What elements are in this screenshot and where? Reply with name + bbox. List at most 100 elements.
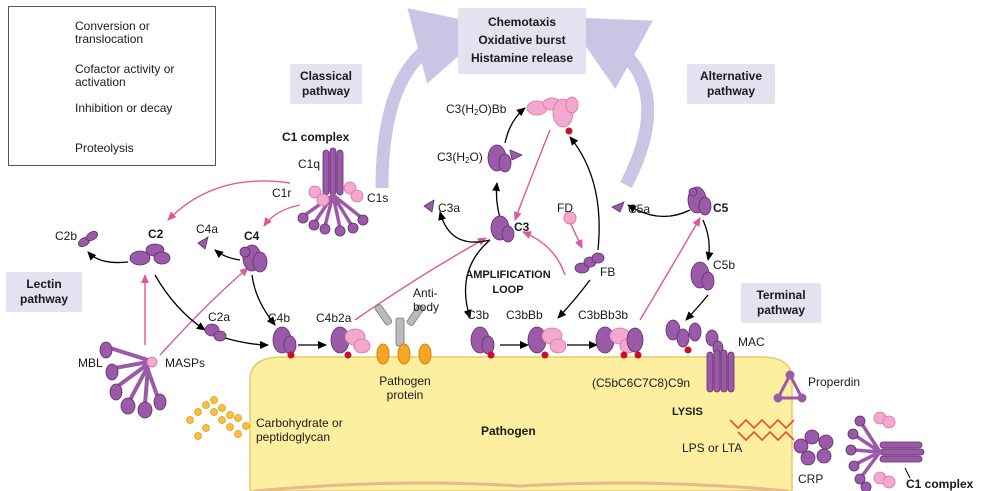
c5-label: C5 bbox=[713, 201, 729, 215]
c2b-fragment bbox=[78, 231, 98, 247]
lysis-label: LYSIS bbox=[672, 406, 703, 418]
outcome-histamine-release: Histamine release bbox=[470, 51, 574, 65]
fb-protein bbox=[574, 252, 605, 274]
terminal-pathway-line1: Terminal bbox=[756, 288, 806, 302]
pathogen-edge bbox=[253, 481, 789, 491]
c3-protein bbox=[490, 215, 515, 243]
legend-conversion-label: Conversion or translocation bbox=[75, 19, 150, 46]
c4b2a-label: C4b2a bbox=[316, 311, 352, 325]
arrow-c5-to-c5a bbox=[627, 204, 691, 218]
pathogen-label: Pathogen bbox=[481, 424, 536, 438]
c1r-label: C1r bbox=[272, 186, 292, 200]
c3h2obb-complex bbox=[526, 96, 579, 135]
pathogen-protein-label-2: protein bbox=[386, 388, 424, 402]
legend: Conversion or translocation Cofactor act… bbox=[8, 6, 216, 166]
classical-pathway-line1: Classical bbox=[299, 69, 353, 83]
c5b-protein bbox=[690, 261, 715, 291]
fb-label: FB bbox=[600, 265, 616, 279]
arrow-c1s-to-c4 bbox=[263, 204, 301, 227]
c2-label: C2 bbox=[148, 227, 164, 241]
c3a-label: C3a bbox=[438, 201, 461, 215]
c5a-fragment bbox=[611, 201, 625, 213]
c3h2o-label: C3(H2O) bbox=[437, 150, 483, 165]
arrow-c3h2obb-to-c3 bbox=[514, 129, 551, 221]
amplification-label-1: AMPLIFICATION bbox=[465, 269, 551, 281]
c1-complex-bottom-label: C1 complex bbox=[906, 477, 974, 491]
mbl-label: MBL bbox=[78, 356, 103, 370]
crp-label: CRP bbox=[798, 472, 824, 486]
c2a-fragment bbox=[204, 323, 227, 342]
c1q-label: C1q bbox=[298, 157, 321, 171]
mac-formula-label: (C5bC6C7C8)C9n bbox=[592, 376, 691, 390]
c3h2o-protein bbox=[487, 144, 523, 173]
arrow-c2-to-c2b bbox=[87, 251, 129, 264]
pathogen-proteins bbox=[376, 343, 432, 365]
arrow-c2a-to-c4b bbox=[224, 337, 269, 349]
c5b-label: C5b bbox=[713, 258, 736, 272]
alternative-pathway-line1: Alternative bbox=[699, 69, 763, 83]
c3bbb-label: C3bBb bbox=[506, 308, 543, 322]
c4a-fragment bbox=[197, 236, 209, 250]
arrow-fb-to-c3bbb bbox=[557, 279, 591, 319]
mac-label: MAC bbox=[738, 335, 765, 349]
c2-protein bbox=[129, 243, 171, 266]
lectin-pathway-box bbox=[6, 272, 82, 312]
c4a-label: C4a bbox=[196, 222, 219, 236]
c3-label: C3 bbox=[514, 220, 530, 234]
antibody-label-2: body bbox=[413, 300, 440, 314]
masps-label: MASPs bbox=[165, 356, 206, 370]
arrow-c3-to-c3h2o bbox=[492, 182, 501, 219]
carbohydrate-chain bbox=[186, 396, 250, 440]
c4-protein bbox=[239, 244, 268, 273]
arrow-c1r-to-c2 bbox=[167, 180, 291, 221]
arrow-fb-to-c3h2obb bbox=[569, 136, 600, 251]
arrow-c2-to-c2a bbox=[154, 274, 206, 331]
mbl-complex bbox=[99, 341, 167, 419]
classical-pathway-box bbox=[290, 64, 362, 104]
c5-protein bbox=[687, 186, 712, 216]
antibody bbox=[374, 304, 425, 347]
arrow-c3-to-c3a bbox=[438, 211, 491, 243]
c2b-label: C2b bbox=[55, 229, 78, 243]
c1-complex-top bbox=[297, 147, 369, 237]
arrow-c3h2o-to-c3h2obb bbox=[504, 107, 526, 144]
c1s-label: C1s bbox=[367, 191, 389, 205]
c2a-label: C2a bbox=[208, 310, 231, 324]
c3a-fragment bbox=[423, 199, 435, 213]
classical-pathway-line2: pathway bbox=[301, 84, 350, 98]
properdin-label: Properdin bbox=[808, 375, 861, 389]
alternative-pathway-line2: pathway bbox=[706, 84, 755, 98]
c4-label: C4 bbox=[244, 229, 260, 243]
fd-protein bbox=[563, 211, 577, 225]
lps-label: LPS or LTA bbox=[682, 441, 743, 455]
arrow-c5-to-c5b bbox=[702, 219, 714, 261]
mac-complex bbox=[665, 319, 735, 393]
c1-complex-bottom bbox=[845, 411, 925, 491]
alternative-pathway-box bbox=[687, 64, 775, 104]
antibody-label-1: Anti- bbox=[413, 286, 438, 300]
c3h2obb-label: C3(H2O)Bb bbox=[446, 102, 507, 117]
arrow-c5b-to-mac bbox=[685, 294, 709, 321]
c4b-protein bbox=[272, 326, 297, 359]
c4b-label: C4b bbox=[268, 311, 291, 325]
carbohydrate-label-1: Carbohydrate or bbox=[256, 416, 343, 430]
carbohydrate-label-2: peptidoglycan bbox=[256, 430, 331, 444]
amplification-label-2: LOOP bbox=[492, 284, 524, 296]
arrow-masps-to-c4 bbox=[159, 267, 249, 356]
pathogen-protein-label-1: Pathogen bbox=[379, 374, 431, 388]
terminal-pathway-line2: pathway bbox=[756, 303, 805, 317]
outcome-oxidative-burst: Oxidative burst bbox=[478, 33, 566, 47]
c4b2a-complex bbox=[330, 326, 371, 359]
outcome-chemotaxis: Chemotaxis bbox=[487, 15, 557, 29]
arrow-c3bbb-to-c3 bbox=[522, 231, 566, 276]
legend-proteolysis-label: Proteolysis bbox=[75, 141, 134, 155]
arrow-c4-to-c4b bbox=[251, 274, 276, 326]
lps-lines bbox=[729, 418, 795, 442]
arrow-c4-to-c4a bbox=[214, 249, 241, 261]
arrow-c3bbb3b-to-c5 bbox=[639, 217, 701, 321]
lectin-pathway-line2: pathway bbox=[19, 292, 68, 306]
properdin-shape bbox=[773, 370, 807, 403]
c1-complex-label: C1 complex bbox=[282, 130, 350, 144]
c5a-label: C5a bbox=[628, 202, 651, 216]
